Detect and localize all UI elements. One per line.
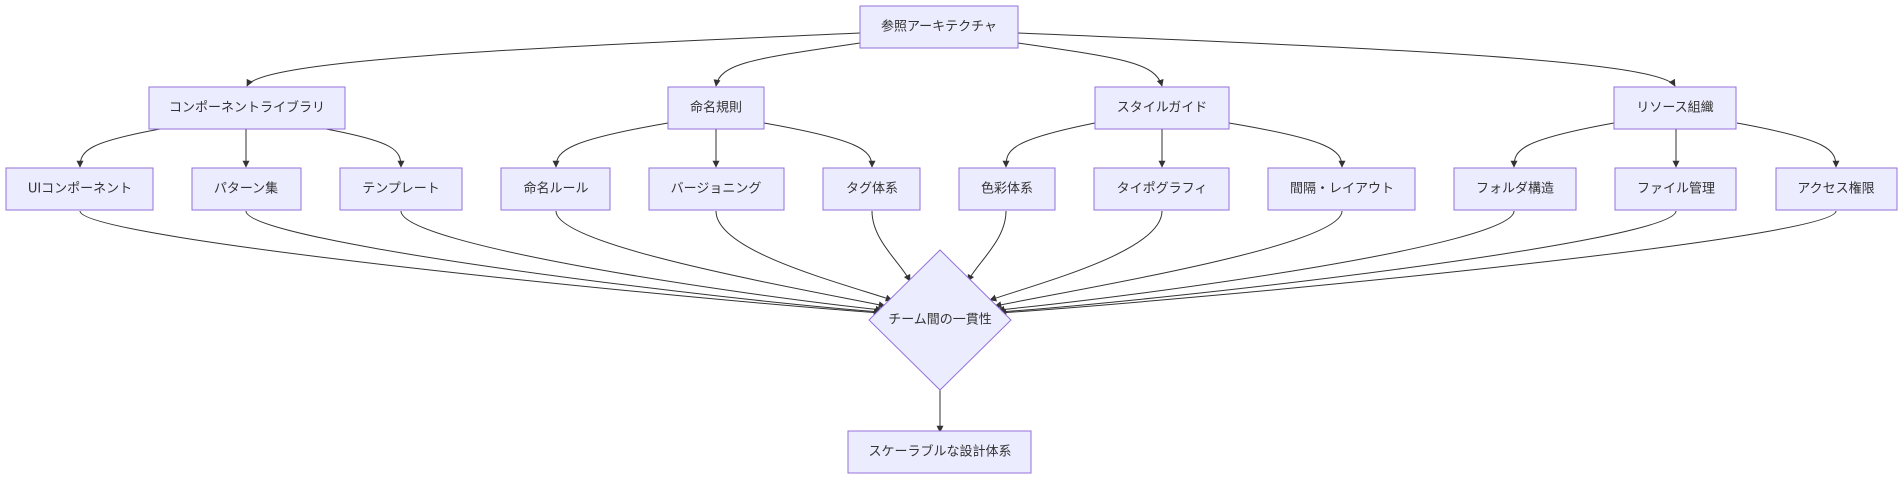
node-components-label: コンポーネントライブラリ (169, 100, 325, 116)
node-folders[interactable]: フォルダ構造 (1453, 167, 1577, 211)
node-naming[interactable]: 命名規則 (667, 86, 765, 130)
edge-components-templates (325, 128, 405, 168)
edge-naming-tags (763, 122, 876, 168)
node-access-label: アクセス権限 (1797, 181, 1874, 197)
node-templates[interactable]: テンプレート (339, 167, 463, 211)
node-consistency[interactable]: チーム間の一貫性 (868, 249, 1012, 391)
edges (76, 32, 1840, 433)
node-tags[interactable]: タグ体系 (822, 167, 921, 211)
edge-root-components (246, 32, 861, 87)
node-style-label: スタイルガイド (1117, 101, 1208, 116)
edge-tags-consistency (871, 210, 911, 282)
edge-naming-rules (552, 122, 669, 168)
node-files[interactable]: ファイル管理 (1614, 167, 1737, 211)
edge-resources-folders (1510, 122, 1615, 168)
node-typography-label: タイポグラフィ (1117, 182, 1208, 197)
edge-style-spacing (1228, 122, 1346, 168)
edge-rules-consistency (555, 210, 886, 309)
edge-files-consistency (998, 210, 1677, 316)
node-tags-label: タグ体系 (846, 182, 898, 197)
node-root-label: 参照アーキテクチャ (881, 19, 997, 35)
edge-versioning-consistency (715, 210, 893, 302)
node-ui-label: UIコンポーネント (28, 182, 132, 197)
edge-templates-consistency (400, 210, 883, 313)
node-spacing[interactable]: 間隔・レイアウト (1267, 167, 1416, 211)
node-typography[interactable]: タイポグラフィ (1093, 167, 1230, 211)
node-naming-rules[interactable]: 命名ルール (500, 167, 611, 211)
node-files-label: ファイル管理 (1637, 182, 1715, 197)
node-consistency-label: チーム間の一貫性 (888, 313, 992, 328)
node-colors[interactable]: 色彩体系 (958, 167, 1056, 211)
edge-ui-consistency (79, 210, 881, 317)
edge-root-style (1017, 42, 1164, 87)
edge-style-colors (1002, 122, 1096, 168)
node-scalable[interactable]: スケーラブルな設計体系 (847, 430, 1032, 474)
node-versioning-label: バージョニング (671, 182, 762, 197)
node-templates-label: テンプレート (362, 182, 440, 197)
node-patterns-label: パターン集 (214, 181, 278, 197)
edge-root-resources (1017, 32, 1676, 87)
edge-patterns-consistency (245, 210, 882, 316)
node-style[interactable]: スタイルガイド (1094, 86, 1230, 130)
node-spacing-label: 間隔・レイアウト (1290, 182, 1394, 197)
node-scalable-label: スケーラブルな設計体系 (868, 444, 1011, 460)
edge-resources-access (1736, 122, 1840, 168)
node-naming-rules-label: 命名ルール (523, 181, 588, 197)
edge-access-consistency (999, 210, 1837, 317)
edge-spacing-consistency (994, 210, 1343, 309)
edge-colors-consistency (967, 210, 1007, 282)
node-folders-label: フォルダ構造 (1476, 182, 1554, 197)
edge-folders-consistency (997, 210, 1515, 313)
edge-components-ui (76, 128, 161, 168)
node-root[interactable]: 参照アーキテクチャ (859, 5, 1019, 49)
node-resources-label: リソース組織 (1636, 101, 1713, 116)
node-access[interactable]: アクセス権限 (1775, 167, 1898, 211)
node-components[interactable]: コンポーネントライブラリ (148, 86, 346, 130)
node-ui[interactable]: UIコンポーネント (5, 167, 154, 211)
edge-root-naming (713, 42, 861, 87)
node-resources[interactable]: リソース組織 (1613, 86, 1737, 130)
nodes: 参照アーキテクチャ コンポーネントライブラリ 命名規則 スタイルガイド リソース… (5, 5, 1898, 474)
node-colors-label: 色彩体系 (981, 181, 1033, 197)
node-versioning[interactable]: バージョニング (648, 167, 785, 211)
node-naming-label: 命名規則 (690, 100, 742, 116)
node-patterns[interactable]: パターン集 (191, 167, 302, 211)
edge-typography-consistency (989, 210, 1163, 302)
